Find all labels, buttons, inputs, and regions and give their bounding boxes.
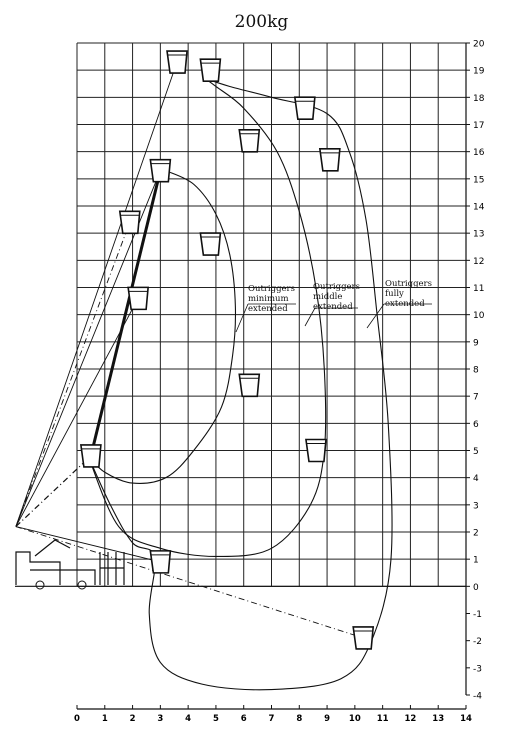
basket-outline (238, 373, 261, 398)
leader-full (366, 303, 385, 329)
leader-minimum (235, 303, 249, 333)
boom-line (15, 222, 131, 527)
y-tick-label: 18 (473, 94, 485, 104)
basket-outline (318, 148, 341, 172)
truck-outline (15, 551, 61, 585)
basket (149, 550, 172, 574)
aerial-platform-truck (15, 539, 125, 590)
boom-line (15, 455, 92, 528)
basket (79, 444, 102, 468)
y-tick-label: -4 (473, 692, 482, 702)
basket-outline (352, 626, 375, 650)
x-tick-label: 7 (269, 714, 275, 724)
x-tick-label: 4 (185, 714, 191, 724)
y-tick-label: 16 (473, 148, 485, 158)
y-tick-label: 15 (473, 175, 484, 185)
y-tick-label: 10 (473, 311, 485, 321)
boom-line (15, 61, 178, 527)
y-tick-label: 9 (473, 338, 479, 348)
envelope-middle (87, 77, 327, 558)
y-tick-label: 4 (473, 474, 479, 484)
leader-middle (304, 307, 316, 327)
basket-outline (127, 286, 150, 311)
basket-outline (199, 232, 222, 256)
basket (238, 129, 261, 153)
y-tick-label: 12 (473, 257, 484, 267)
boom-line (15, 526, 364, 639)
x-tick-label: 1 (102, 714, 108, 724)
boom-line (15, 526, 161, 563)
basket-positions (79, 50, 375, 650)
y-tick-label: 19 (473, 67, 485, 77)
y-tick-label: 0 (473, 583, 479, 593)
basket-outline (166, 50, 188, 74)
x-tick-label: 13 (432, 714, 444, 724)
basket-outline (79, 444, 102, 468)
x-tick-label: 11 (377, 714, 389, 724)
basket-outline (149, 158, 172, 183)
basket (352, 626, 375, 650)
note-minimum: Outriggers minimum extended (248, 284, 295, 314)
basket (305, 438, 327, 463)
basket (127, 286, 150, 311)
y-tick-label: 13 (473, 230, 484, 240)
basket-outline (305, 438, 327, 463)
y-tick-label: 17 (473, 121, 484, 131)
basket (149, 158, 172, 183)
basket (199, 232, 222, 256)
x-tick-label: 3 (157, 714, 163, 724)
x-tick-label: 10 (349, 714, 361, 724)
basket-outline (293, 96, 316, 120)
chart-title: 200kg (234, 12, 289, 32)
x-tick-label: 5 (213, 714, 219, 724)
y-tick-label: 14 (473, 203, 485, 213)
note-middle: Outriggers middle extended (313, 282, 360, 312)
basket (318, 148, 341, 172)
y-tick-label: 5 (473, 447, 479, 457)
y-tick-label: 20 (473, 40, 485, 50)
x-tick-label: 0 (74, 714, 80, 724)
y-tick-label: 1 (473, 556, 479, 566)
y-tick-label: 6 (473, 420, 479, 430)
x-tick-label: 2 (130, 714, 136, 724)
truck-outline (30, 569, 96, 585)
basket-outline (199, 58, 222, 82)
truck-outline (34, 539, 71, 557)
x-tick-label: 9 (324, 714, 330, 724)
main-boom (89, 170, 162, 457)
note-full: Outriggers fully extended (385, 279, 432, 309)
x-tick-label: 6 (241, 714, 247, 724)
basket (199, 58, 222, 82)
basket-outline (149, 550, 172, 574)
boom-line (15, 298, 139, 527)
y-tick-label: 8 (473, 366, 479, 376)
y-tick-label: -2 (473, 637, 482, 647)
basket-outline (118, 210, 141, 235)
truck-wheel (35, 580, 45, 590)
x-tick-label: 14 (460, 714, 472, 724)
y-tick-label: 11 (473, 284, 484, 294)
x-tick-label: 12 (405, 714, 417, 724)
boom-positions (15, 61, 364, 639)
x-tick-label: 8 (296, 714, 302, 724)
y-tick-label: -3 (473, 664, 482, 674)
basket (118, 210, 141, 235)
envelope-minimum (87, 170, 237, 484)
truck-wheel (77, 580, 87, 590)
y-tick-label: 7 (473, 393, 479, 403)
y-tick-label: 2 (473, 529, 479, 539)
y-tick-label: -1 (473, 610, 482, 620)
basket (293, 96, 316, 120)
basket (238, 373, 261, 398)
y-tick-label: 3 (473, 501, 479, 511)
basket-outline (238, 129, 261, 153)
basket (166, 50, 188, 74)
